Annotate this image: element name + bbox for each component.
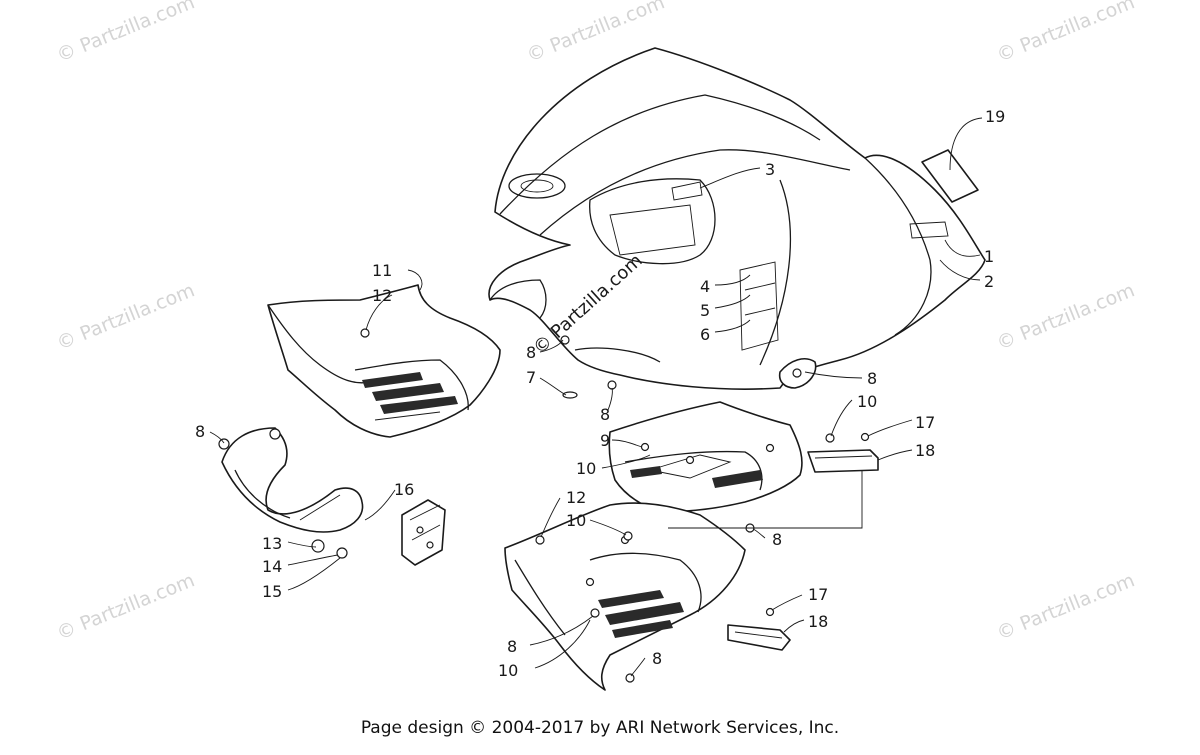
callout-2: 2 [984, 272, 994, 291]
left-mud-guard [221, 427, 364, 533]
callout-11: 11 [372, 261, 392, 280]
copyright-footer: Page design © 2004-2017 by ARI Network S… [360, 718, 840, 738]
callout-1: 1 [984, 247, 994, 266]
foot-peg-lower [727, 624, 791, 651]
callout-18-upper: 18 [915, 441, 935, 460]
foot-peg-upper [807, 449, 879, 473]
watermark-bot-right: © Partzilla.com [994, 569, 1138, 644]
callout-13: 13 [262, 534, 282, 553]
left-footwell [267, 284, 501, 438]
watermark-mid-right: © Partzilla.com [994, 279, 1138, 354]
callout-17-lower: 17 [808, 585, 828, 604]
callout-10-mid: 10 [576, 459, 596, 478]
right-footwell [504, 502, 746, 691]
watermark-top-right: © Partzilla.com [994, 0, 1138, 67]
callout-8-upper: 8 [526, 343, 536, 362]
center-floorboard [608, 401, 803, 513]
decal-19 [921, 149, 979, 203]
callout-8-fender: 8 [867, 369, 877, 388]
callout-10-right: 10 [857, 392, 877, 411]
callout-12-bottom: 12 [566, 488, 586, 507]
leader-lines [209, 117, 983, 677]
callout-19: 19 [985, 107, 1005, 126]
callout-7: 7 [526, 368, 536, 387]
callout-8-left: 8 [195, 422, 205, 441]
fasteners [218, 335, 870, 683]
rear-fender-body: © Partzilla.com [488, 47, 986, 390]
callout-4: 4 [700, 277, 710, 296]
callouts: 19 1 2 3 4 5 6 8 11 12 8 7 8 8 9 10 10 1… [195, 107, 1005, 680]
callout-8-bottom: 8 [652, 649, 662, 668]
callout-8-bottom-right: 8 [772, 530, 782, 549]
callout-12-left: 12 [372, 286, 392, 305]
bracket-16 [401, 499, 446, 566]
callout-15: 15 [262, 582, 282, 601]
callout-6: 6 [700, 325, 710, 344]
callout-5: 5 [700, 301, 710, 320]
callout-16: 16 [394, 480, 414, 499]
callout-18-lower: 18 [808, 612, 828, 631]
watermark-mid-left: © Partzilla.com [54, 279, 198, 354]
callout-8-mid: 8 [600, 405, 610, 424]
watermark-top-left: © Partzilla.com [54, 0, 198, 67]
watermark-bot-left: © Partzilla.com [54, 569, 198, 644]
callout-9: 9 [600, 431, 610, 450]
callout-10-bottom-left: 10 [498, 661, 518, 680]
callout-14: 14 [262, 557, 282, 576]
callout-3: 3 [765, 160, 775, 179]
callout-10-bottom: 10 [566, 511, 586, 530]
callout-8-bottom-left: 8 [507, 637, 517, 656]
callout-17-upper: 17 [915, 413, 935, 432]
